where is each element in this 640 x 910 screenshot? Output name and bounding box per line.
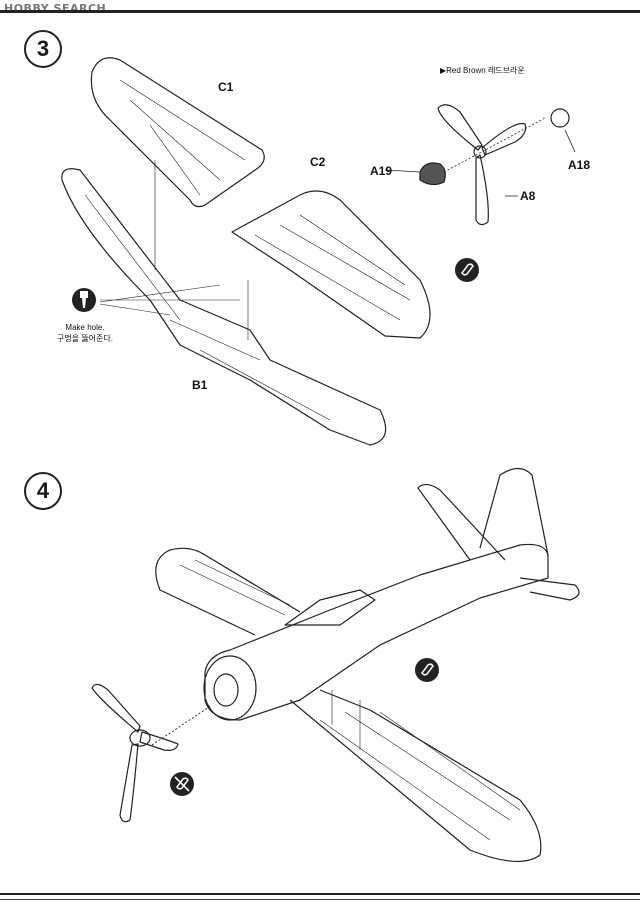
wing-b1 (61, 168, 387, 446)
prop-assembly-axis (443, 117, 546, 173)
part-label-a19: A19 (370, 164, 393, 178)
engine-face (213, 673, 239, 707)
spinner-a19 (419, 162, 446, 186)
wing-left-panel-lines (179, 559, 291, 616)
wing-right-panel-lines (319, 711, 521, 841)
make-hole-note: Make hole. 구멍을 뚫어준다. (40, 322, 130, 344)
wing-right (289, 689, 542, 863)
glue-icon (455, 258, 479, 282)
step-4-badge: 4 (24, 472, 62, 510)
guide-lines-step4 (331, 690, 361, 750)
propeller4-blade-3 (119, 743, 139, 823)
drill-icon (72, 288, 96, 312)
propeller-blade-2 (481, 122, 527, 156)
wing-b1-panel-lines (84, 194, 331, 421)
no-glue-icon (170, 772, 194, 796)
propeller4-spinner (129, 729, 151, 747)
wing-c2-panel-lines (254, 214, 411, 321)
part-label-a8: A8 (520, 189, 536, 203)
spinner-a18 (550, 108, 570, 128)
tail-stabilizer (417, 483, 580, 601)
prop-attach-axis (151, 704, 213, 746)
propeller-blade-1 (437, 104, 483, 151)
propeller-blade-3 (475, 154, 489, 226)
wing-c1 (90, 57, 265, 208)
engine-cowling (203, 655, 257, 721)
propeller-hub (473, 145, 487, 159)
guide-lines-step3 (99, 160, 249, 340)
prop-leader-lines (384, 129, 576, 197)
fuselage (204, 543, 549, 721)
tail-fin (479, 467, 549, 556)
part-label-c1: C1 (218, 80, 234, 94)
top-rule (0, 10, 640, 13)
wing-c1-panel-lines (119, 79, 246, 196)
step-3-badge: 3 (24, 30, 62, 68)
part-label-a18: A18 (568, 158, 591, 172)
part-label-c2: C2 (310, 155, 326, 169)
cockpit-canopy (284, 589, 376, 626)
bottom-rule (0, 893, 640, 895)
glue-icon (415, 658, 439, 682)
propeller4-blade-1 (91, 683, 141, 733)
make-hole-text-ko: 구멍을 뚫어준다. (57, 334, 113, 343)
make-hole-text-en: Make hole. (65, 323, 105, 332)
wing-c2 (231, 190, 431, 339)
propeller4-blade-2 (139, 731, 179, 751)
wing-left (155, 547, 301, 636)
bottom-rule-thin (0, 899, 640, 900)
paint-note: ▶Red Brown 레드브라운 (440, 66, 525, 75)
part-label-b1: B1 (192, 378, 208, 392)
